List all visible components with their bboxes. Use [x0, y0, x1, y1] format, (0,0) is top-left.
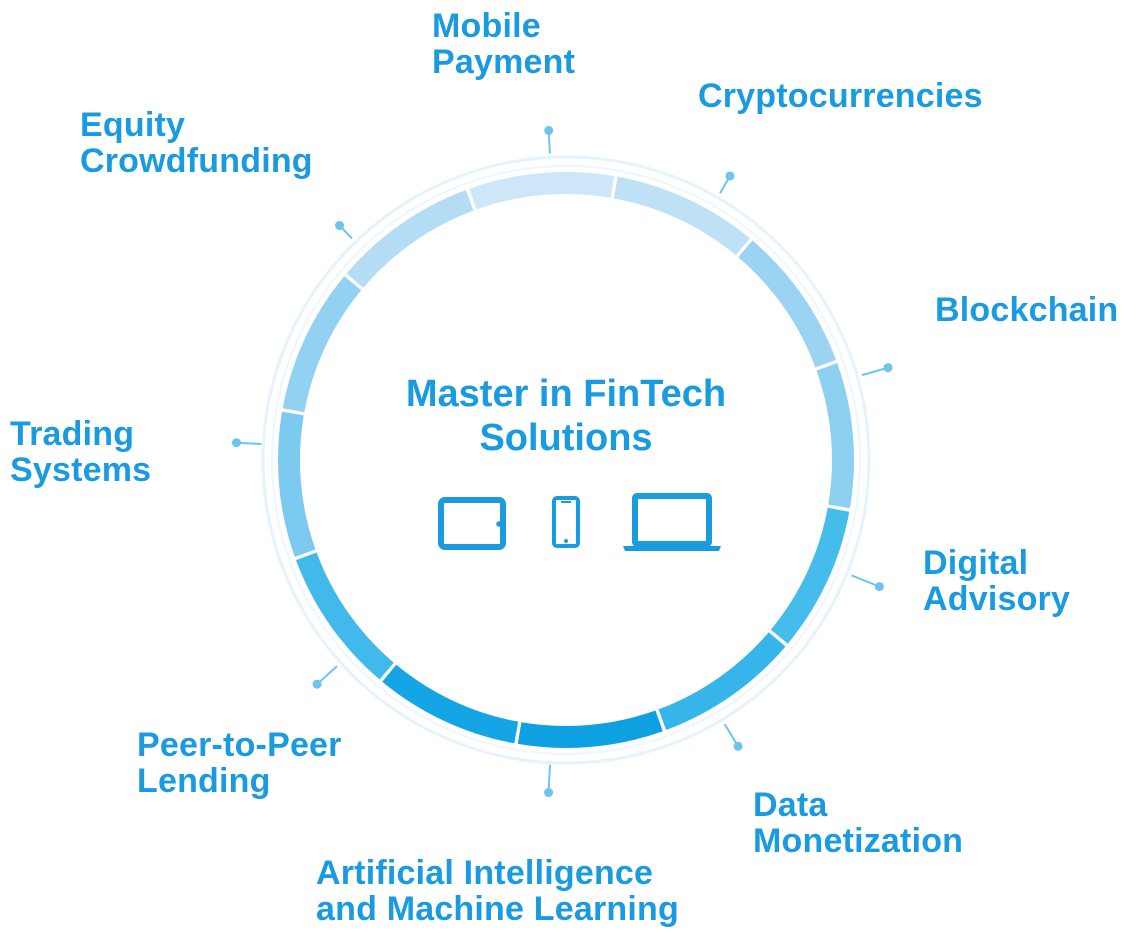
connectors: [231, 125, 893, 798]
connector-dot: [231, 438, 241, 448]
topic-line: Payment: [432, 43, 576, 81]
smartphone-icon: [552, 496, 580, 548]
topic-line: Lending: [137, 762, 271, 800]
ring-segment: [469, 171, 615, 210]
topic-line: Trading: [10, 415, 135, 453]
ring-segment: [613, 176, 750, 256]
topic-label-ai-ml: Artificial Intelligence and Machine Lear…: [316, 855, 679, 927]
topic-line: Peer-to-Peer: [137, 726, 342, 764]
topic-line: Mobile: [432, 7, 541, 45]
topic-label-mobile-payment: Mobile Payment: [432, 8, 575, 80]
topic-line: Cryptocurrencies: [698, 77, 983, 115]
center-title-line2: Solutions: [479, 417, 653, 459]
topic-line: Artificial Intelligence: [316, 854, 654, 892]
outer-guide-ring: [261, 155, 871, 765]
outer-guide-ring-inner: [271, 165, 861, 755]
ring-segment: [295, 552, 394, 680]
topic-line: Crowdfunding: [80, 142, 313, 180]
ring-segment: [517, 710, 663, 748]
laptop-icon: [623, 493, 721, 551]
topic-line: Monetization: [753, 822, 964, 860]
connector-dot: [733, 741, 743, 751]
ring-segment: [278, 411, 316, 557]
ring-segment: [346, 189, 474, 288]
connector-line: [851, 574, 880, 588]
tablet-icon: [438, 497, 506, 550]
connector-line: [547, 764, 552, 793]
ring-segment: [816, 363, 855, 509]
connector-dot: [874, 582, 884, 592]
topic-line: Digital: [923, 544, 1029, 582]
topic-label-equity-crowdfunding: Equity Crowdfunding: [80, 107, 313, 179]
topic-label-data-monetization: Data Monetization: [753, 787, 963, 859]
ring-segment: [738, 240, 837, 368]
topic-line: and Machine Learning: [316, 890, 679, 928]
connector-dot: [883, 363, 893, 373]
topic-label-cryptocurrencies: Cryptocurrencies: [698, 78, 983, 114]
connector-line: [861, 366, 889, 377]
topic-label-p2p-lending: Peer-to-Peer Lending: [137, 727, 342, 799]
center-title: Master in FinTech Solutions: [336, 372, 796, 460]
center-title-line1: Master in FinTech: [405, 373, 727, 415]
ring-segment: [770, 507, 850, 644]
topic-line: Data: [753, 786, 828, 824]
topic-label-digital-advisory: Digital Advisory: [923, 545, 1070, 617]
connector-dot: [312, 679, 322, 689]
topic-line: Blockchain: [935, 291, 1119, 329]
connector-dot: [335, 220, 345, 230]
topic-line: Systems: [10, 451, 152, 489]
connector-dot: [725, 171, 735, 181]
ring-segment: [382, 664, 519, 744]
connector-dot: [544, 125, 554, 135]
connector-dot: [544, 788, 554, 798]
connector-line: [316, 665, 338, 685]
ring-segment: [658, 632, 786, 731]
ring-segment: [282, 276, 362, 413]
ring-segments: [278, 171, 855, 748]
topic-line: Advisory: [923, 580, 1071, 618]
topic-label-trading-systems: Trading Systems: [10, 416, 151, 488]
topic-label-blockchain: Blockchain: [935, 292, 1118, 328]
topic-line: Equity: [80, 106, 186, 144]
